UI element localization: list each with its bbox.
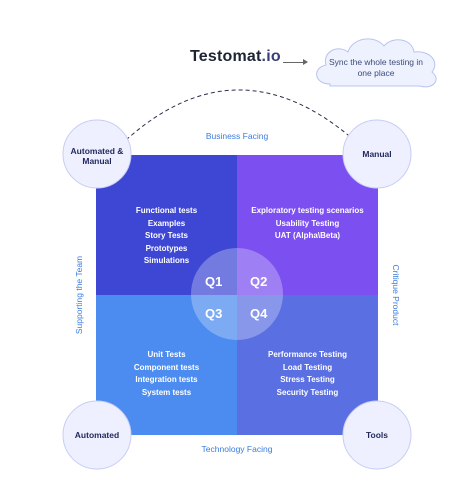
corner-circle-top-right — [342, 119, 412, 189]
quadrant-label-q4: Q4 — [250, 306, 268, 321]
quadrant-item: Functional tests — [135, 206, 198, 215]
brand-logo: Testomat.io — [190, 48, 281, 66]
quadrant-item: Stress Testing — [280, 375, 335, 385]
brand-name: Testomat — [190, 48, 262, 65]
quadrant-item: Prototypes — [145, 243, 188, 253]
quadrant-item: UAT (Alpha\Beta) — [274, 231, 341, 241]
quadrant-item: Component tests — [133, 362, 200, 372]
quadrant-label-q1: Q1 — [205, 274, 223, 289]
corner-label-top-right: Manual — [362, 149, 392, 159]
quadrant-item: Performance Testing — [268, 350, 347, 359]
cloud-icon — [316, 38, 437, 88]
arrow-icon — [283, 59, 308, 65]
corner-circle-bottom-left — [62, 400, 132, 470]
brand-suffix: .io — [261, 48, 281, 65]
corner-circle-top-left — [62, 119, 132, 189]
quadrant-item: Load Testing — [282, 362, 333, 372]
corner-label-bottom-right: Tools — [365, 430, 389, 440]
quadrant-item: Examples — [147, 218, 186, 228]
quadrant-item: Security Testing — [276, 387, 339, 397]
quadrant-item: Exploratory testing scenarios — [251, 206, 364, 215]
corner-label-bottom-left: Automated — [74, 430, 120, 440]
quadrant-item: Story Tests — [145, 231, 188, 241]
corner-label-top-left: Automated & Manual — [70, 146, 124, 166]
quadrant-item: Integration tests — [135, 375, 198, 385]
quadrant-item: System tests — [141, 387, 192, 397]
quadrant-item: Usability Testing — [275, 218, 340, 228]
center-circle — [191, 248, 283, 340]
axis-label-top: Business Facing — [205, 131, 269, 141]
axis-label-bottom: Technology Facing — [201, 444, 273, 454]
quadrant-label-q3: Q3 — [205, 306, 223, 321]
cloud-text: Sync the whole testing in one place — [328, 57, 424, 78]
quadrant-item: Unit Tests — [147, 350, 186, 359]
corner-circle-bottom-right — [342, 400, 412, 470]
quadrant-item: Simulations — [143, 256, 190, 266]
quadrant-label-q2: Q2 — [250, 274, 268, 289]
